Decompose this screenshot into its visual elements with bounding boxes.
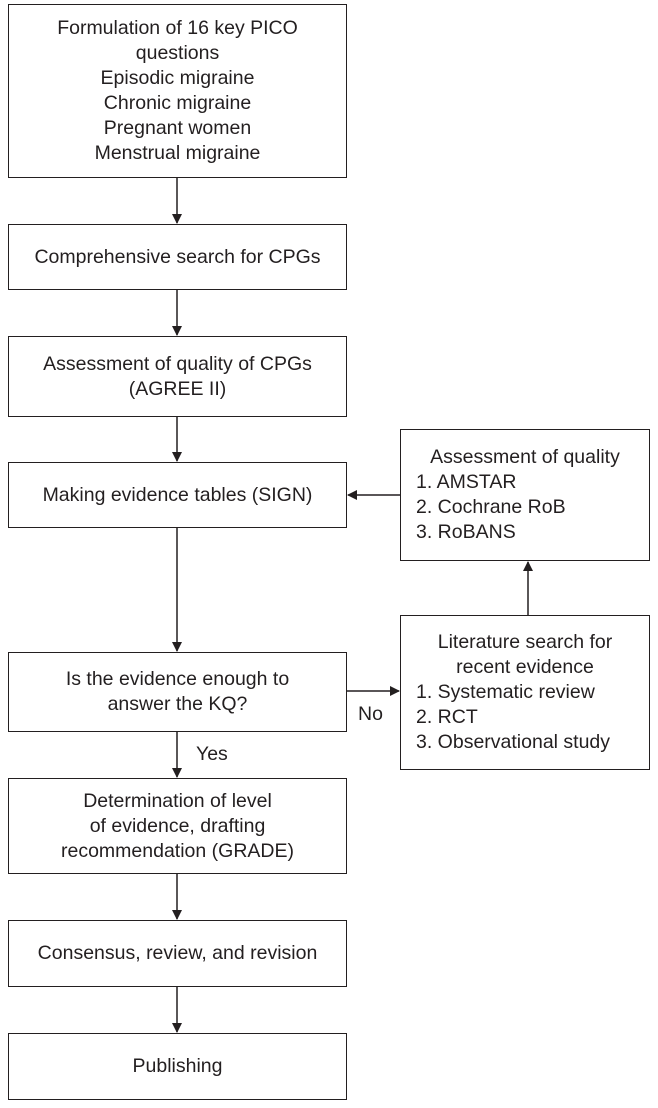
box-line: of evidence, drafting: [89, 814, 266, 837]
evidence-enough-box: Is the evidence enough to answer the KQ?: [8, 652, 347, 732]
box-line: Pregnant women: [103, 117, 252, 139]
box-line: Consensus, review, and revision: [37, 942, 318, 964]
assessment-quality-box: Assessment of quality 1. AMSTAR 2. Cochr…: [400, 429, 650, 561]
box-heading: Literature search for: [437, 631, 613, 653]
search-cpgs-box: Comprehensive search for CPGs: [8, 224, 347, 290]
no-label: No: [358, 703, 383, 725]
list-item: 1. Systematic review: [416, 681, 595, 703]
list-item: 2. Cochrane RoB: [416, 496, 566, 518]
box-line: Publishing: [132, 1055, 223, 1077]
list-item: 2. RCT: [416, 706, 478, 728]
consensus-box: Consensus, review, and revision: [8, 920, 347, 987]
box-line: recommendation (GRADE): [61, 839, 294, 862]
box-line: Assessment of quality of CPGs: [43, 352, 312, 375]
literature-search-box: Literature search for recent evidence 1.…: [400, 615, 650, 770]
determination-box: Determination of level of evidence, draf…: [8, 778, 347, 874]
box-line: Is the evidence enough to: [65, 668, 290, 690]
box-line: answer the KQ?: [107, 693, 248, 715]
box-line: Episodic migraine: [100, 67, 255, 89]
formulation-box: Formulation of 16 key PICO questions Epi…: [8, 4, 347, 178]
box-line: Chronic migraine: [103, 92, 252, 114]
evidence-tables-box: Making evidence tables (SIGN): [8, 462, 347, 528]
box-line: (AGREE II): [128, 377, 227, 400]
box-line: questions: [135, 42, 220, 64]
box-line: Menstrual migraine: [94, 142, 261, 164]
publishing-box: Publishing: [8, 1033, 347, 1100]
list-item: 3. RoBANS: [416, 521, 516, 543]
list-item: 3. Observational study: [416, 731, 611, 753]
box-line: Formulation of 16 key PICO: [57, 17, 298, 39]
list-item: 1. AMSTAR: [416, 471, 517, 493]
yes-label: Yes: [196, 743, 228, 765]
box-line: Comprehensive search for CPGs: [34, 245, 321, 268]
box-line: Determination of level: [83, 789, 272, 812]
assessment-cpgs-box: Assessment of quality of CPGs (AGREE II): [8, 336, 347, 417]
box-heading: recent evidence: [456, 656, 594, 678]
box-heading: Assessment of quality: [430, 446, 620, 468]
box-line: Making evidence tables (SIGN): [42, 483, 313, 506]
